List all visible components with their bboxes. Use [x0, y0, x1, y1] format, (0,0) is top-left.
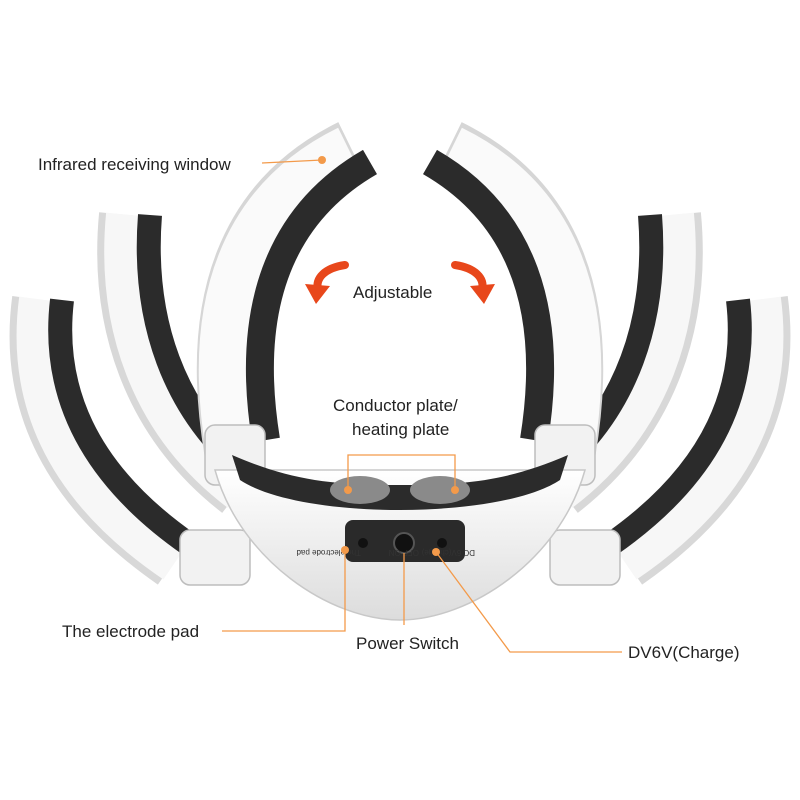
central-body: The electrode pad OFF ON DC 6V(charge)	[214, 455, 586, 621]
label-conductor-line1: Conductor plate/	[333, 396, 458, 415]
adjustable-arrow-right	[451, 261, 495, 304]
callout-dots	[318, 156, 459, 556]
dc-port	[437, 538, 447, 548]
callout-lines	[222, 159, 622, 653]
label-adjustable: Adjustable	[353, 283, 432, 302]
label-electrode: The electrode pad	[62, 622, 199, 641]
adjustable-arrow-left	[305, 261, 349, 304]
label-conductor-line2: heating plate	[352, 420, 449, 439]
outer-right-arm	[603, 296, 791, 585]
conductor-plate-right	[410, 476, 470, 504]
front-left-arm	[196, 122, 378, 456]
label-power: Power Switch	[356, 634, 459, 653]
electrode-port	[358, 538, 368, 548]
outer-left-arm	[9, 296, 197, 585]
conductor-plate-left	[330, 476, 390, 504]
device-dc-label: DC 6V(charge)	[421, 548, 475, 557]
front-right-arm	[422, 122, 604, 456]
label-infrared: Infrared receiving window	[38, 155, 231, 174]
device-pad-label: The electrode pad	[297, 548, 362, 557]
joint-wraps	[179, 424, 621, 586]
label-charge: DV6V(Charge)	[628, 643, 740, 662]
device-switch-label: OFF ON	[389, 548, 419, 557]
